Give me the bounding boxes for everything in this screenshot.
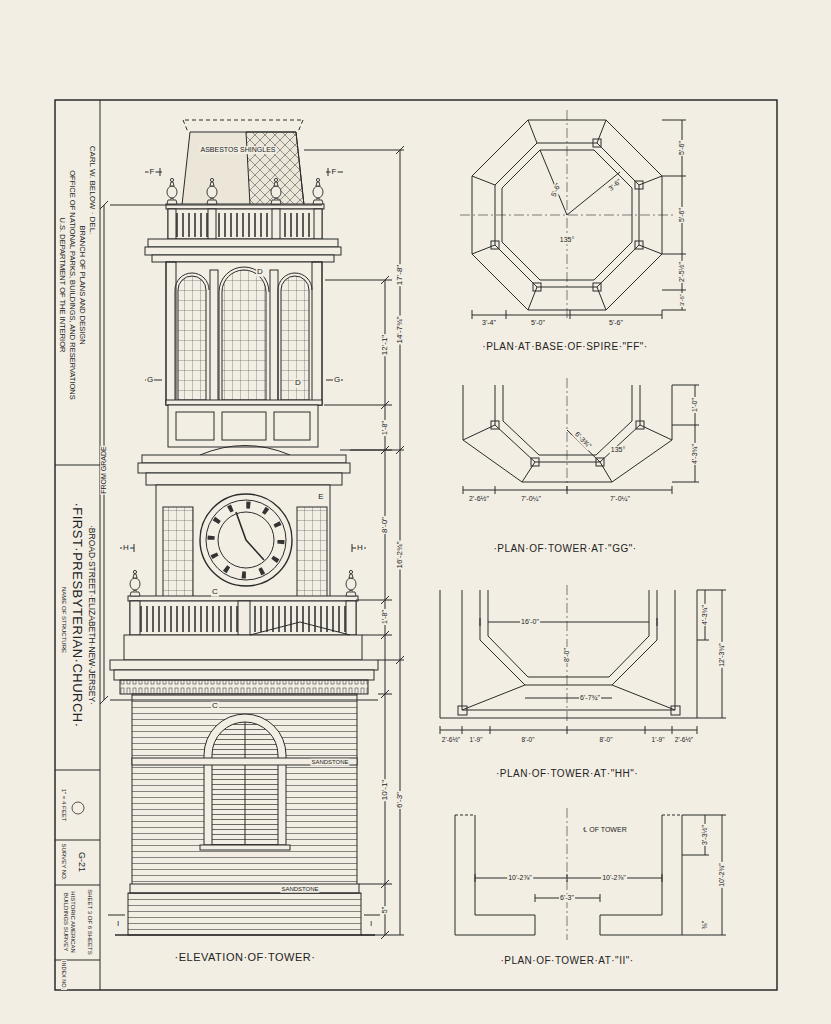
- section-mark: G: [333, 376, 341, 385]
- survey-name: HISTORIC AMERICAN BUILDINGS SURVEY: [62, 886, 75, 958]
- material-note: SANDSTONE: [310, 759, 349, 766]
- dimension-text: 3'-6": [606, 177, 623, 193]
- section-mark: F: [149, 168, 156, 177]
- dimension-text: 6'-7¾": [579, 694, 601, 702]
- section-mark: H: [356, 544, 364, 553]
- section-mark: C: [211, 702, 219, 711]
- section-mark: I: [116, 920, 120, 929]
- dimension-text: 135°: [559, 236, 575, 244]
- section-mark: D: [256, 268, 264, 277]
- dimension-text: FROM GRADE: [100, 445, 108, 494]
- drawing-title: ·ELEVATION·OF·TOWER·: [174, 951, 317, 963]
- section-mark: D: [294, 379, 302, 388]
- dimension-text: ⅜": [701, 920, 709, 930]
- delineator: CARL W. BELOW · DEL.: [88, 145, 97, 236]
- section-mark: C: [211, 588, 219, 597]
- dimension-text: 2'-6½": [468, 495, 490, 503]
- dimension-text: 3'-6": [679, 293, 686, 307]
- dimension-text: 8'-0": [563, 647, 571, 663]
- material-note: SANDSTONE: [280, 886, 319, 893]
- drawing-title: ·PLAN·OF·TOWER·AT·"GG"·: [492, 543, 637, 554]
- dimension-text: 6'-3": [396, 791, 405, 809]
- survey-number: G-21: [76, 851, 86, 873]
- structure-name: ·FIRST·PRESBYTERIAN·CHURCH·: [70, 501, 84, 728]
- dimension-text: 5'-6": [678, 207, 686, 223]
- section-mark: I: [369, 920, 373, 929]
- dimension-text: 2'-6½": [441, 736, 461, 743]
- dimension-text: 14'-7¾": [396, 315, 405, 344]
- dimension-text: 7'-0¼": [520, 495, 542, 503]
- dimension-text: 8'-0": [521, 736, 536, 743]
- section-mark: H: [122, 544, 130, 553]
- drawing-title: ·PLAN·OF·TOWER·AT·"II"·: [499, 955, 634, 966]
- section-mark: E: [317, 493, 324, 502]
- dimension-text: 5": [381, 906, 389, 914]
- dimension-text: 10'-2⅞": [507, 874, 533, 882]
- dimension-text: 5'-6": [608, 319, 624, 327]
- dimension-text: 12'-1": [381, 334, 390, 356]
- dimension-text: 8'-0": [381, 516, 390, 534]
- structure-location: ·BROAD·STREET·ELIZABETH·NEW·JERSEY·: [86, 524, 95, 706]
- dimension-text: 5'-0": [530, 319, 546, 327]
- dimension-text: 135°: [610, 446, 626, 454]
- dimension-text: 10'-1": [381, 779, 390, 801]
- field-caption: SURVEY NO.: [61, 843, 68, 882]
- agency-text: BRANCH OF PLANS AND DESIGN: [78, 224, 86, 345]
- dimension-text: 3'-3½": [701, 824, 709, 846]
- dimension-text: 5'-6": [678, 140, 686, 156]
- agency-text: OFFICE OF NATIONAL PARKS, BUILDINGS, AND…: [68, 169, 76, 401]
- section-mark: G: [146, 376, 154, 385]
- dimension-text: 6'-3¾": [573, 430, 594, 451]
- dimension-text: 2'-6½": [674, 736, 694, 743]
- dimension-text: 10'-2⅞": [601, 874, 627, 882]
- dimension-text: 12'-3¾": [718, 642, 726, 668]
- material-note: ASBESTOS SHINGLES: [200, 146, 277, 154]
- section-mark: F: [331, 168, 338, 177]
- dimension-text: 16'-2¾": [396, 540, 405, 569]
- dimension-text: 1'-8": [381, 420, 389, 436]
- dimension-text: 2'-5½": [678, 261, 686, 283]
- drawing-title: ·PLAN·OF·TOWER·AT·"HH"·: [495, 768, 639, 779]
- dimension-text: 1'-8": [381, 609, 389, 625]
- dimension-text: 4'-3¾": [701, 604, 709, 626]
- dimension-text: 17'-8": [396, 264, 405, 286]
- agency-text: U.S. DEPARTMENT OF THE INTERIOR: [58, 217, 66, 354]
- dimension-text: 8'-0": [599, 736, 614, 743]
- dimension-text: 1'-9": [651, 736, 666, 743]
- scale-note: 1" = 4 FEET: [61, 788, 68, 823]
- dimension-text: 6'-3": [559, 894, 575, 902]
- dimension-text: 1'-9": [469, 736, 484, 743]
- dimension-text: 16'-0": [520, 618, 540, 626]
- dimension-text: 3'-4": [481, 319, 497, 327]
- dimension-text: 7'-0¼": [609, 495, 631, 503]
- drawing-title: ·PLAN·AT·BASE·OF·SPIRE·"FF"·: [481, 341, 648, 352]
- dimension-text: 4'-3¾": [691, 443, 699, 465]
- field-caption: NAME OF STRUCTURE: [61, 586, 68, 654]
- dimension-text: 5'-6": [549, 181, 562, 199]
- dimension-text: 10'-2¾": [718, 862, 726, 888]
- sheet-number: SHEET 3 OF 6 SHEETS: [87, 888, 94, 956]
- dimension-text: 1'-0": [691, 397, 699, 413]
- field-caption: INDEX NO.: [61, 960, 67, 990]
- centerline-note: ℄ OF TOWER: [582, 826, 627, 834]
